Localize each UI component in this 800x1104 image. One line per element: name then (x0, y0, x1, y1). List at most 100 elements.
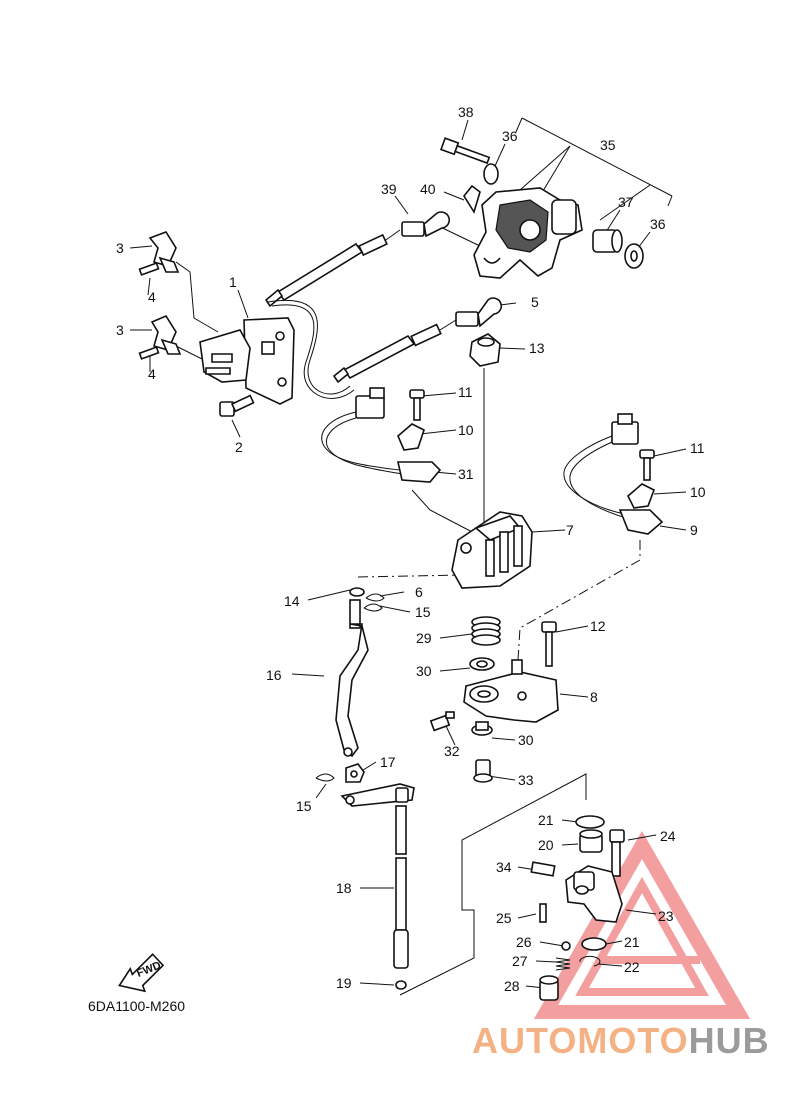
oring-21-upper (575, 815, 605, 829)
callout-9: 9 (690, 522, 698, 538)
spring-27 (555, 957, 571, 971)
cable-loop-2 (271, 304, 355, 399)
pin-28 (539, 975, 559, 1001)
callout-18: 18 (336, 880, 352, 896)
callout-labels: 38 36 35 39 40 37 36 3 1 4 5 3 13 4 11 1… (116, 104, 706, 994)
bushing-20 (579, 829, 603, 853)
washer-36-top (483, 163, 499, 185)
callout-37: 37 (618, 194, 634, 210)
watermark-logo (533, 830, 751, 1019)
fwd-arrow-icon: FWD (118, 953, 165, 993)
svg-text:AUTOMOTOHUB: AUTOMOTOHUB (472, 1020, 770, 1061)
bolt-12 (541, 621, 557, 667)
remote-control-35 (473, 187, 583, 279)
block-13 (469, 333, 501, 367)
callout-10-left: 10 (458, 422, 474, 438)
callout-33: 33 (518, 772, 534, 788)
clip-15-lower (315, 773, 335, 782)
callout-35: 35 (600, 137, 616, 153)
switch-31 (321, 387, 442, 483)
callout-15-upper: 15 (415, 604, 431, 620)
screw-11-left (409, 389, 425, 421)
callout-17: 17 (380, 754, 396, 770)
housing-7 (451, 511, 533, 589)
callout-2: 2 (235, 439, 243, 455)
spring-29 (471, 616, 501, 646)
callout-28: 28 (504, 978, 520, 994)
plate-10-right (627, 483, 656, 509)
callout-34: 34 (496, 859, 512, 875)
callout-27: 27 (512, 953, 528, 969)
callout-11-right: 11 (690, 440, 705, 456)
diagram-code: 6DA1100-M260 (88, 998, 185, 1014)
pin-25 (539, 903, 547, 923)
watermark-text: AUTOMOTOHUB (472, 1020, 770, 1061)
bushing-37 (592, 229, 623, 253)
callout-40: 40 (420, 181, 436, 197)
washer-19 (395, 980, 407, 990)
callout-36-top: 36 (502, 128, 518, 144)
callout-4-upper: 4 (148, 289, 156, 305)
callout-7: 7 (566, 522, 574, 538)
bracket-23 (565, 865, 623, 923)
callout-15-lower: 15 (296, 798, 312, 814)
callout-12: 12 (590, 618, 606, 634)
screw-11-right (639, 449, 655, 481)
callout-23: 23 (658, 908, 674, 924)
circlip-22 (579, 955, 601, 967)
callout-11-left: 11 (458, 384, 473, 400)
part-34 (530, 861, 556, 877)
clip-15-upper (363, 603, 383, 612)
callout-20: 20 (538, 837, 554, 853)
callout-13: 13 (529, 340, 545, 356)
callout-4-lower: 4 (148, 366, 156, 382)
callout-39: 39 (381, 181, 397, 197)
shift-arm-16 (335, 599, 369, 758)
callout-3-lower: 3 (116, 322, 124, 338)
callout-26: 26 (516, 934, 532, 950)
washer-14 (349, 587, 365, 597)
watermark-part1: AUTOMOTO (472, 1020, 689, 1061)
callout-8: 8 (590, 689, 598, 705)
bolt-2 (219, 394, 255, 417)
callout-30-upper: 30 (416, 663, 432, 679)
watermark-part2: HUB (689, 1020, 770, 1061)
clip-40 (463, 184, 481, 214)
callout-36-right: 36 (650, 216, 666, 232)
callout-29: 29 (416, 630, 432, 646)
clamp-3-upper (148, 231, 180, 273)
base-8 (463, 659, 559, 723)
clip-6 (365, 593, 385, 602)
callout-21-upper: 21 (538, 812, 554, 828)
callout-3-upper: 3 (116, 240, 124, 256)
bushing-30-upper (469, 657, 495, 671)
cable-39 (264, 211, 451, 308)
callout-21-lower: 21 (624, 934, 640, 950)
oring-21-lower (581, 937, 607, 951)
cable-5 (332, 297, 503, 384)
callout-32: 32 (444, 743, 460, 759)
ball-26 (561, 941, 571, 951)
callout-10-right: 10 (690, 484, 706, 500)
callout-14: 14 (284, 593, 300, 609)
switch-9 (563, 413, 664, 535)
callout-5: 5 (531, 294, 539, 310)
bracket-plate-1 (199, 317, 295, 405)
bushing-30-lower (471, 721, 493, 736)
clamp-3-lower (150, 314, 182, 355)
pin-4-upper (138, 262, 160, 276)
pin-4-lower (138, 346, 160, 360)
callout-6: 6 (415, 584, 423, 600)
nut-17 (345, 763, 365, 783)
callout-16: 16 (266, 667, 282, 683)
callout-19: 19 (336, 975, 352, 991)
lever-18 (340, 783, 415, 969)
callout-38: 38 (458, 104, 474, 120)
part-32 (429, 711, 455, 732)
callout-24: 24 (660, 828, 676, 844)
callout-31: 31 (458, 466, 474, 482)
callout-22: 22 (624, 959, 640, 975)
bolt-24 (609, 829, 625, 877)
bolt-38 (440, 137, 491, 165)
